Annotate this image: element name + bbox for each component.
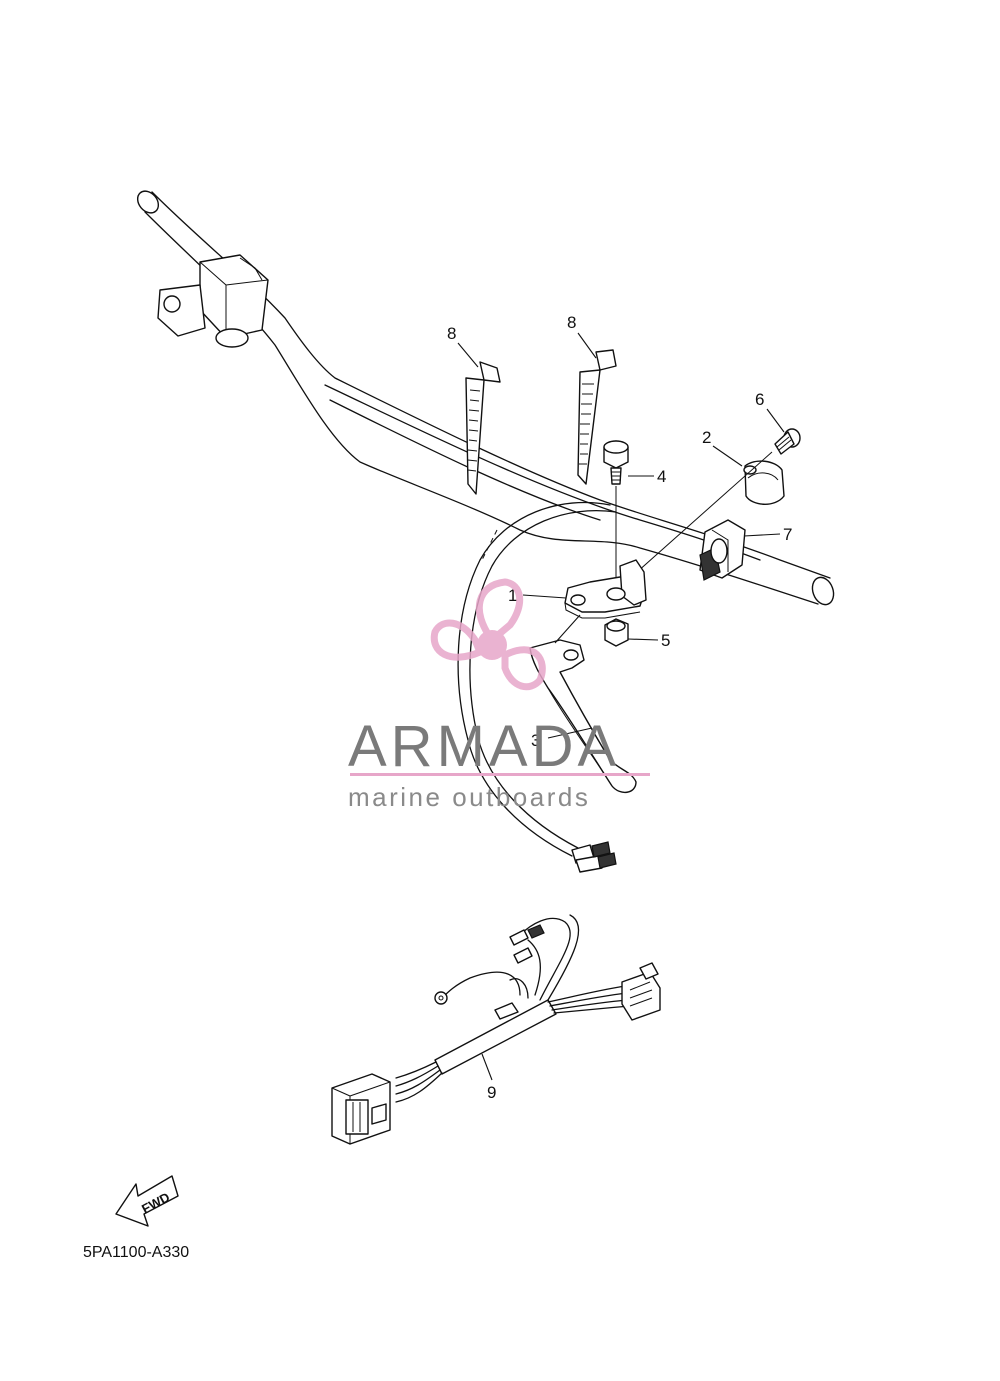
nut-5 [604, 618, 629, 647]
armada-watermark: ARMADA marine outboards [348, 578, 650, 812]
holder-7 [699, 519, 746, 581]
cable-tie-left [465, 361, 501, 495]
left-switch-housing [157, 254, 269, 348]
callout-7: 7 [783, 525, 792, 544]
callout-6: 6 [755, 390, 764, 409]
callout-leaders [457, 332, 785, 1081]
watermark-divider [350, 773, 650, 776]
fwd-arrow: FWD [115, 1175, 179, 1227]
callout-1: 1 [508, 586, 517, 605]
diagram-code: 5PA1100-A330 [83, 1244, 189, 1261]
callout-9: 9 [487, 1083, 496, 1102]
wire-harness-9 [331, 914, 661, 1145]
switch-cable [457, 501, 617, 873]
watermark-brand: ARMADA [348, 714, 620, 779]
cable-tie-right [577, 349, 617, 485]
callout-8-right: 8 [567, 313, 576, 332]
bolt-4 [603, 440, 629, 580]
callout-5: 5 [661, 631, 670, 650]
bracket-1 [564, 559, 647, 619]
clamp-2 [743, 460, 785, 505]
watermark-tagline: marine outboards [348, 782, 590, 812]
callout-8-left: 8 [447, 324, 456, 343]
screw-6 [774, 428, 801, 455]
propeller-logo [430, 578, 546, 691]
callout-2: 2 [702, 428, 711, 447]
callout-4: 4 [657, 467, 666, 486]
callout-3: 3 [531, 731, 540, 750]
lever-3 [529, 639, 637, 793]
